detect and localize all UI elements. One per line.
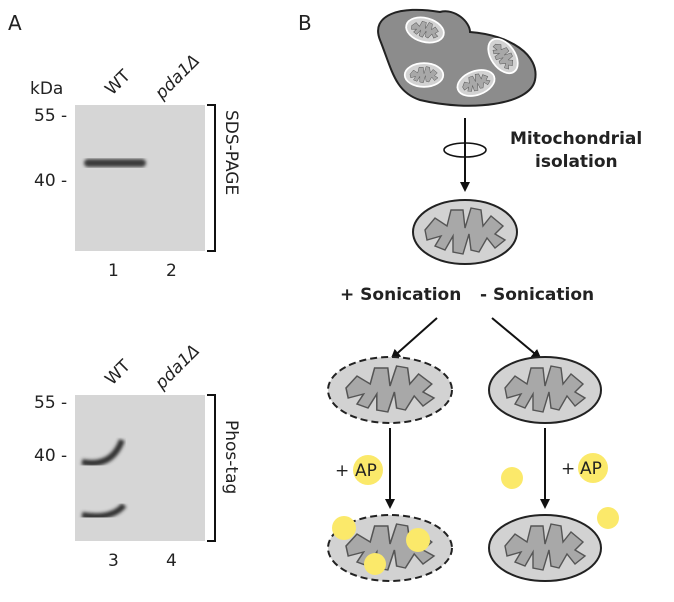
ap-label: AP	[580, 459, 602, 479]
ap-circle	[578, 453, 608, 483]
plus-sign: +	[561, 459, 575, 479]
arrow-minus-sonication	[491, 317, 542, 360]
minus-sonication-label: - Sonication	[480, 285, 594, 305]
ap-particle	[501, 467, 523, 489]
marker-40: 40 -	[34, 171, 67, 191]
kda-label: kDa	[30, 79, 63, 99]
lane-label-pda1: pda1Δ	[151, 341, 204, 394]
lane-label-wt: WT	[101, 356, 135, 390]
yeast-cell	[377, 8, 537, 107]
plus-sonication-label: + Sonication	[340, 285, 461, 305]
method-phos-tag: Phos-tag	[221, 420, 241, 494]
isolated-mitochondrion	[412, 199, 518, 265]
lane-number-1: 1	[108, 261, 119, 281]
ap-particle	[597, 507, 619, 529]
marker-55: 55 -	[34, 106, 67, 126]
step-mitochondrial: Mitochondrial	[510, 129, 642, 149]
method-sds-page: SDS-PAGE	[221, 110, 241, 195]
ap-circle	[353, 455, 383, 485]
lane-label-wt: WT	[101, 66, 135, 100]
panel-b-label: B	[298, 11, 312, 35]
sds-page-blot	[75, 105, 205, 251]
ap-label: AP	[355, 461, 377, 481]
panel-a-label: A	[8, 11, 22, 35]
lane-label-pda1: pda1Δ	[151, 51, 204, 104]
lane-number-4: 4	[166, 551, 177, 571]
sonicated-mitochondrion-with-ap	[327, 514, 453, 582]
bracket	[207, 104, 216, 252]
lane-number-2: 2	[166, 261, 177, 281]
step-isolation: isolation	[535, 152, 618, 172]
marker-40: 40 -	[34, 446, 67, 466]
wt-band	[84, 159, 146, 167]
lane-number-3: 3	[108, 551, 119, 571]
wt-band-upper	[81, 438, 125, 466]
intact-mitochondrion-with-ap	[488, 514, 602, 582]
sonicated-mitochondrion	[327, 356, 453, 424]
bracket	[207, 394, 216, 542]
centrifuge-rotation-icon	[443, 142, 487, 158]
marker-55: 55 -	[34, 393, 67, 413]
plus-sign: +	[335, 461, 349, 481]
arrow-plus-sonication	[390, 317, 438, 360]
wt-band-lower	[81, 502, 127, 520]
intact-mitochondrion	[488, 356, 602, 424]
